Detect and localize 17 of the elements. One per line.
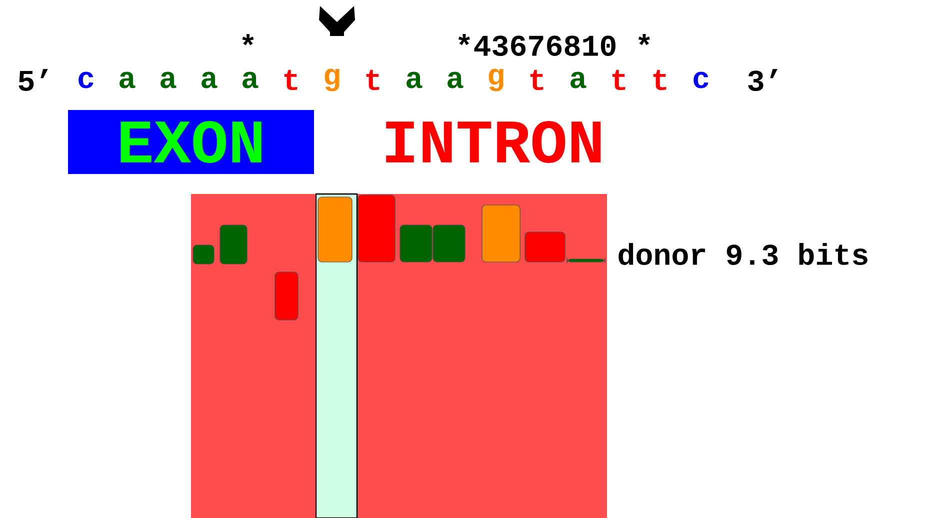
region-label: INTRON (386, 120, 600, 164)
sequence-base: t (530, 70, 544, 90)
strand-label: 3’ (748, 68, 778, 92)
sequence-base: g (488, 68, 504, 92)
sequence-base: t (366, 70, 380, 90)
sequence-base: a (570, 72, 586, 88)
position-label: *43676810 * (458, 34, 650, 56)
sequence-base: c (694, 72, 708, 88)
strand-label: 5’ (18, 68, 48, 92)
sequence-base: t (612, 70, 626, 90)
exon-box: EXON (68, 110, 314, 174)
sequence-base: t (653, 70, 666, 90)
sequence-base: g (324, 68, 340, 92)
sequence-base: a (448, 72, 464, 88)
position-mark: * (242, 34, 254, 46)
sequence-base: a (406, 72, 422, 88)
bit-score-label: donor 9.3 bits (618, 242, 868, 266)
